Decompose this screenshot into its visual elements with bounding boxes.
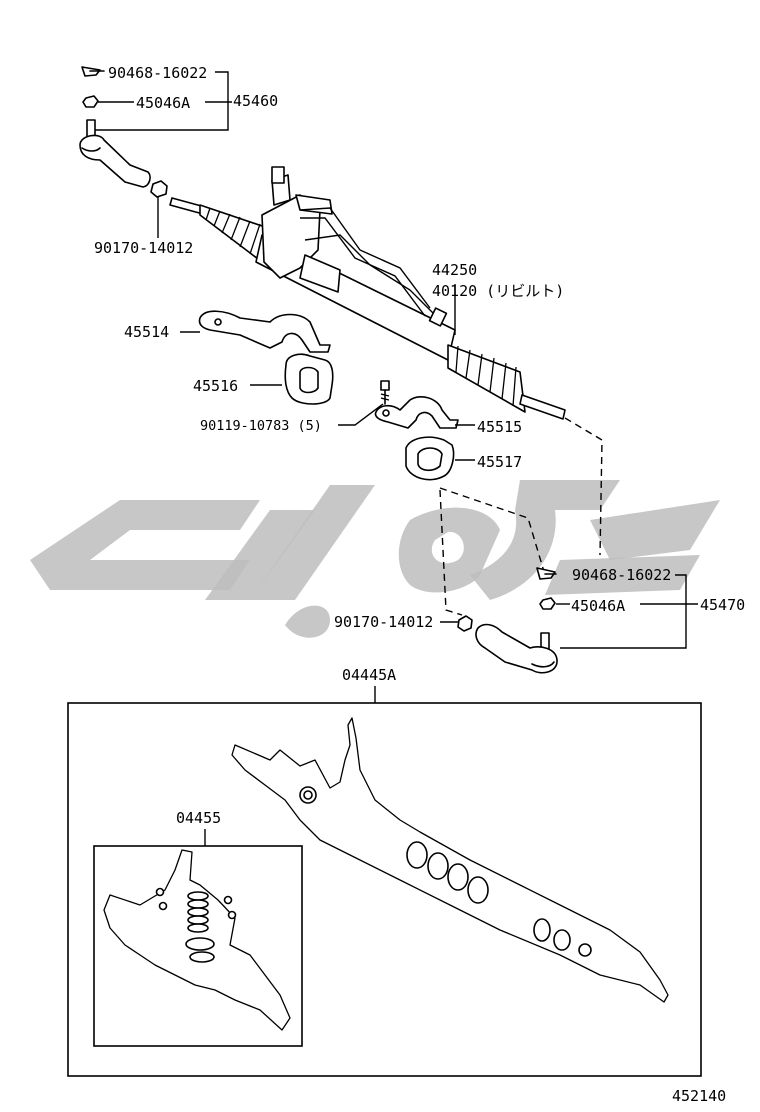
label-seal-kit: 04455 — [176, 809, 221, 827]
label-tie-rod-end-lh: 45460 — [233, 92, 278, 110]
nut-lower — [539, 597, 556, 610]
label-lock-nut-lower: 90170-14012 — [334, 613, 433, 631]
seal-kit-frame — [93, 845, 303, 1047]
tie-rod-end-lh — [79, 119, 151, 188]
bolt-90119 — [380, 380, 390, 405]
label-bracket-45514: 45514 — [124, 323, 169, 341]
label-split-pin-upper: 90468-16022 — [108, 64, 207, 82]
label-split-pin-lower: 90468-16022 — [572, 566, 671, 584]
bracket-45515 — [374, 396, 459, 429]
valve-housing-outline — [103, 849, 291, 1031]
grommet-45517 — [405, 436, 455, 481]
steering-rack-assembly — [169, 166, 566, 420]
label-gear-assy-44250: 44250 — [432, 261, 477, 279]
watermark-logo — [30, 480, 720, 638]
grommet-45516 — [284, 353, 334, 405]
label-bracket-45515: 45515 — [477, 418, 522, 436]
label-nut-lower: 45046A — [571, 597, 625, 615]
label-grommet-45517: 45517 — [477, 453, 522, 471]
diagram-code: 452140 — [672, 1087, 726, 1105]
gasket-kit-frame — [67, 702, 702, 1077]
split-pin-upper — [81, 66, 105, 77]
nut-upper — [82, 95, 99, 108]
rack-housing-outline — [231, 717, 669, 1003]
label-nut-upper: 45046A — [136, 94, 190, 112]
lock-nut-lower — [457, 615, 473, 632]
label-grommet-45516: 45516 — [193, 377, 238, 395]
split-pin-lower — [536, 567, 557, 580]
label-bolt-90119: 90119-10783 (5) — [200, 418, 322, 434]
label-lock-nut-upper: 90170-14012 — [94, 239, 193, 257]
label-tie-rod-end-rh: 45470 — [700, 596, 745, 614]
bracket-45514 — [198, 310, 331, 353]
label-gasket-kit: 04445A — [342, 666, 396, 684]
label-gear-assy-40120: 40120 (リビルト) — [432, 282, 564, 300]
tie-rod-end-rh — [475, 623, 558, 674]
lock-nut-upper — [150, 180, 168, 198]
